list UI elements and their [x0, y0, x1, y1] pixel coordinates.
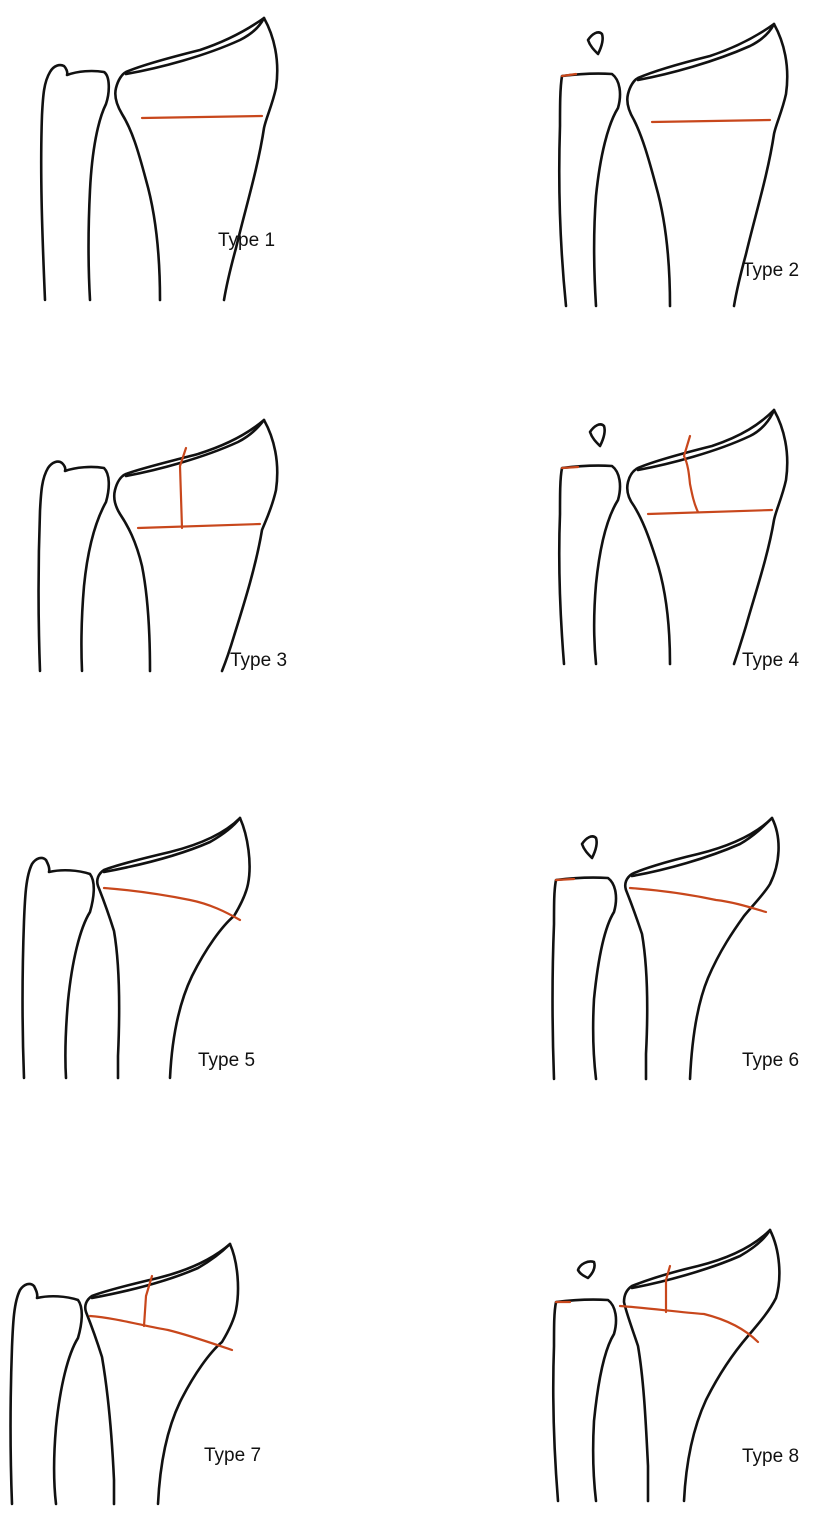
- transverse-fracture-line: [652, 120, 770, 122]
- vertical-split-line: [684, 436, 698, 512]
- ulna: [559, 32, 620, 306]
- type-label: Type 5: [198, 1050, 255, 1071]
- radius-outline: [97, 818, 249, 1078]
- ulna-outline: [553, 878, 617, 1079]
- ulna-outline: [41, 65, 109, 300]
- ulna-outline: [11, 1284, 82, 1504]
- oblique-fracture-line: [620, 1306, 758, 1342]
- vertical-split-line: [144, 1276, 152, 1326]
- panel-type-4: [559, 410, 787, 664]
- ulnar-styloid-fragment: [588, 32, 603, 54]
- ulnar-styloid-fragment: [590, 424, 605, 446]
- ulna: [559, 424, 620, 664]
- radius: [114, 420, 277, 671]
- panel-type-6: [553, 818, 779, 1079]
- radius: [97, 818, 249, 1078]
- ulnar-styloid-fracture-line: [562, 467, 578, 468]
- ulna-outline: [559, 74, 620, 306]
- type-label: Type 4: [742, 650, 799, 671]
- radius-outline: [115, 18, 277, 300]
- radius: [627, 410, 787, 664]
- panel-type-3: [39, 420, 278, 671]
- panel-type-5: [23, 818, 250, 1078]
- ulna-outline: [23, 858, 94, 1078]
- ulnar-styloid-fracture-line: [556, 879, 574, 880]
- ulna: [553, 836, 617, 1079]
- ulna: [553, 1261, 616, 1501]
- ulna-outline: [39, 462, 109, 671]
- transverse-fracture-line: [648, 510, 772, 514]
- type-label: Type 7: [204, 1445, 261, 1466]
- transverse-fracture-line: [142, 116, 262, 118]
- ulna: [23, 858, 94, 1078]
- ulna: [41, 65, 109, 300]
- ulna-outline: [559, 466, 620, 664]
- radius-outline: [627, 410, 787, 664]
- ulnar-styloid-fragment: [582, 836, 597, 858]
- radius: [625, 818, 778, 1079]
- ulnar-styloid-fragment: [578, 1261, 595, 1278]
- radius: [115, 18, 277, 300]
- ulna: [39, 462, 109, 671]
- ulna: [11, 1284, 82, 1504]
- vertical-split-line: [180, 448, 186, 528]
- oblique-fracture-line: [90, 1316, 232, 1350]
- type-label: Type 2: [742, 260, 799, 281]
- ulna-outline: [553, 1300, 616, 1501]
- type-label: Type 3: [230, 650, 287, 671]
- oblique-fracture-line: [630, 888, 766, 912]
- oblique-fracture-line: [104, 888, 240, 920]
- type-label: Type 8: [742, 1446, 799, 1467]
- type-label: Type 6: [742, 1050, 799, 1071]
- type-label: Type 1: [218, 230, 275, 251]
- transverse-fracture-line: [138, 524, 260, 528]
- panel-type-1: [41, 18, 277, 300]
